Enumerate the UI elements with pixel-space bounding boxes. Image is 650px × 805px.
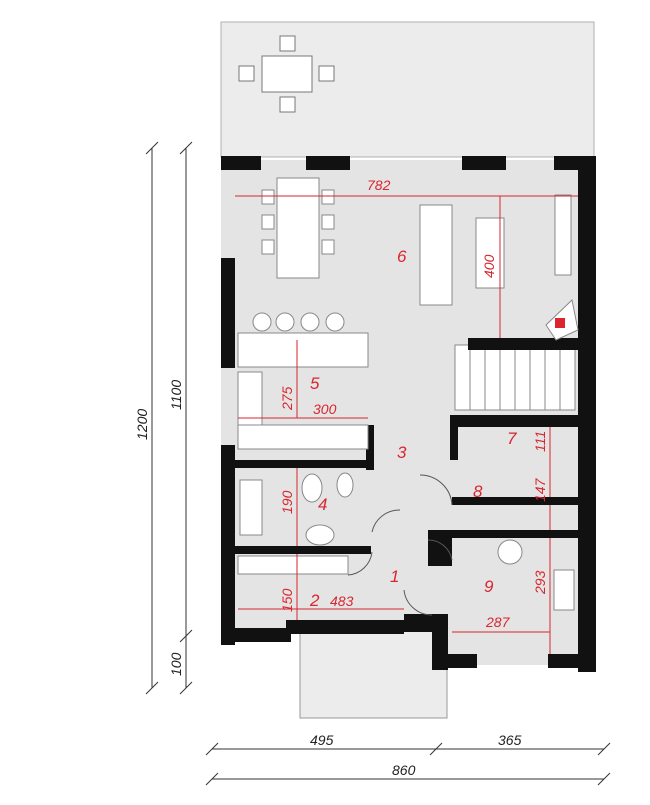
dim-room9-width: 287 <box>485 614 511 630</box>
interior-dimension-lines <box>235 195 578 654</box>
boiler-room-fixtures <box>497 539 575 611</box>
dim-living-width: 782 <box>367 177 391 193</box>
dim-bath-depth: 190 <box>279 490 295 514</box>
exterior-dimension-lines <box>145 141 611 786</box>
dim-left-width: 495 <box>310 732 334 748</box>
room-number-5: 5 <box>310 374 320 393</box>
room-number-3: 3 <box>397 443 407 462</box>
room-number-2: 2 <box>309 591 320 610</box>
dim-kitchen-depth: 275 <box>279 386 295 411</box>
dim-total-width: 860 <box>392 762 416 778</box>
dim-overall-height: 1200 <box>134 409 150 440</box>
dim-kitchen-width: 300 <box>313 401 337 417</box>
wardrobe <box>237 555 349 575</box>
room-number-8: 8 <box>473 482 483 501</box>
door-swings <box>347 474 453 616</box>
dim-right-width: 365 <box>498 732 522 748</box>
sofa <box>419 204 505 306</box>
room-number-7: 7 <box>507 429 517 448</box>
staircase <box>454 344 576 411</box>
dim-room8-depth: 147 <box>532 477 548 502</box>
dining-table <box>261 177 335 279</box>
fireplace <box>545 194 579 341</box>
dim-hall-depth: 150 <box>279 588 295 612</box>
room-number-4: 4 <box>318 495 327 514</box>
room-number-6: 6 <box>397 247 407 266</box>
dim-living-depth: 400 <box>481 254 497 278</box>
patio-table-set <box>238 35 335 113</box>
room-number-1: 1 <box>390 567 399 586</box>
room-number-9: 9 <box>484 577 494 596</box>
dim-wall-height: 1100 <box>168 380 184 410</box>
dim-room7-depth: 111 <box>532 431 548 452</box>
dim-room9-depth: 293 <box>532 570 548 595</box>
bathroom-fixtures <box>239 472 354 546</box>
dim-porch-depth: 100 <box>168 652 184 676</box>
walls <box>221 156 596 672</box>
kitchen-counter <box>237 312 369 450</box>
dim-hall-width: 483 <box>330 593 354 609</box>
